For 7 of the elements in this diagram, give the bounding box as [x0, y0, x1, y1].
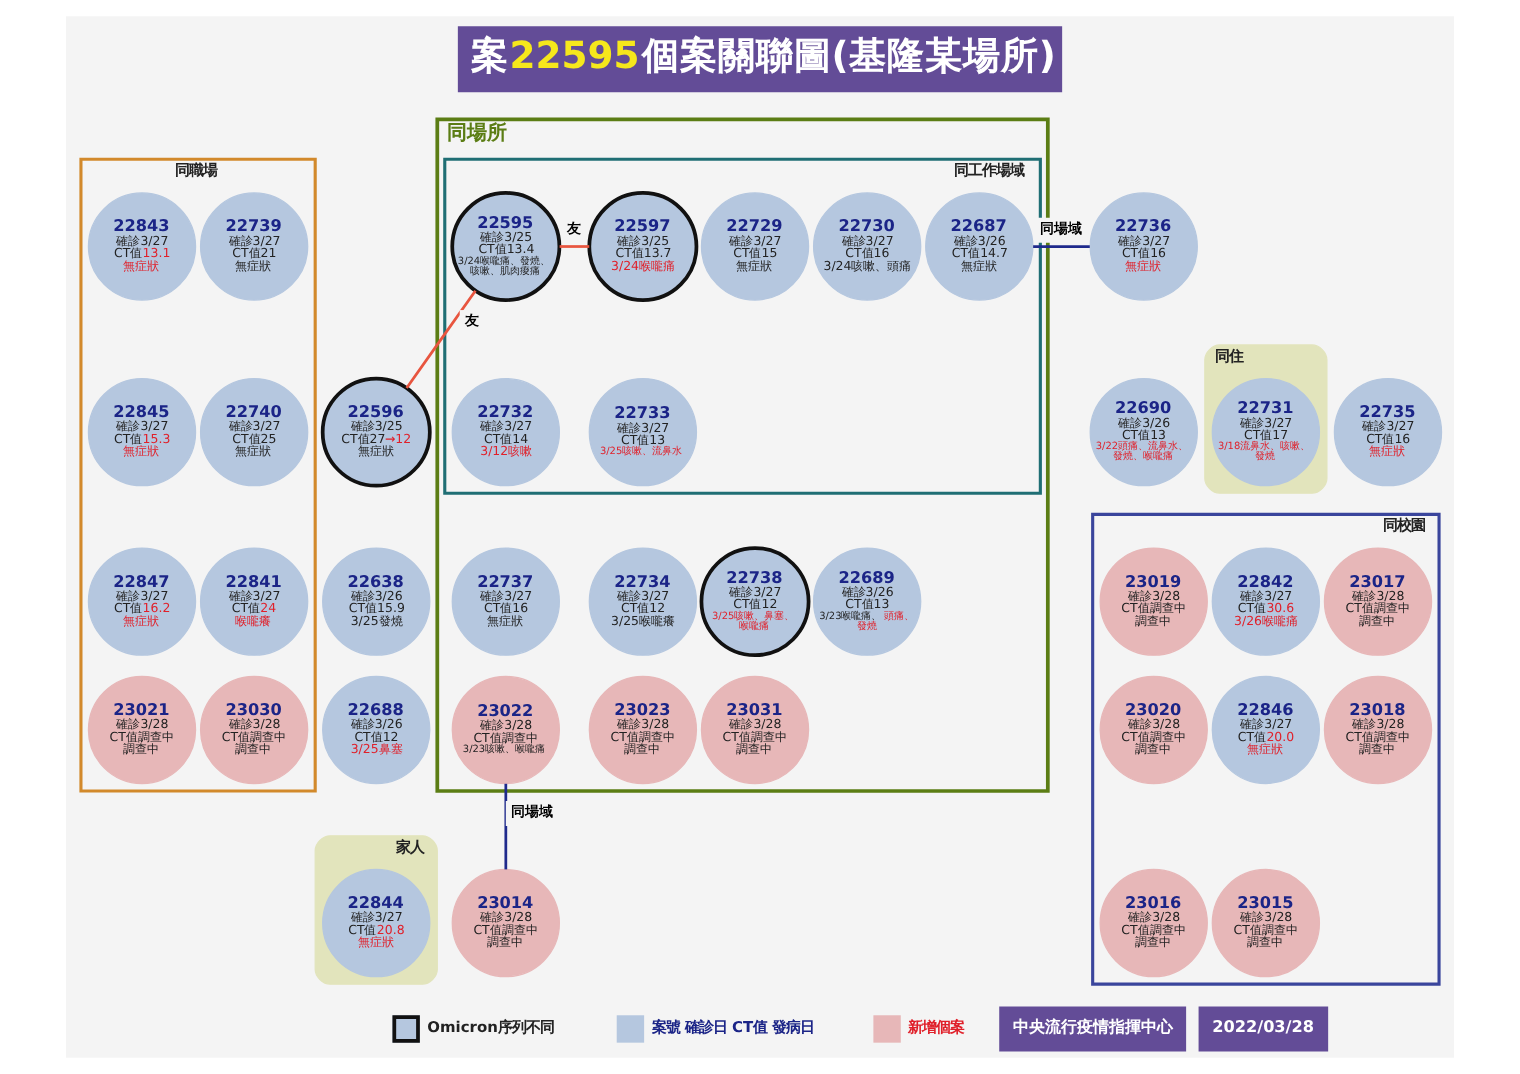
label: 中央流行疫情指揮中心: [1012, 1015, 1173, 1036]
connector: [405, 289, 477, 389]
connector: [559, 245, 590, 248]
connector: [504, 783, 508, 870]
connector: [1033, 245, 1090, 248]
label: 2022/03/28: [1212, 1015, 1315, 1036]
diagram-title: 案22595個案關聯圖(基隆某場所): [470, 36, 1056, 79]
